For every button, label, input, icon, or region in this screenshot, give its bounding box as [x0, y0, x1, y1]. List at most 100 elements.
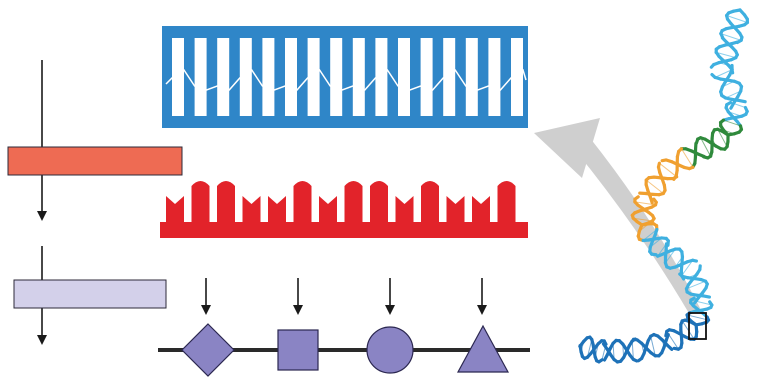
mrna-base	[370, 181, 388, 222]
mrna-base	[446, 196, 465, 222]
helix-rung	[681, 148, 694, 168]
helix-rung	[730, 102, 746, 108]
left-flow	[7, 60, 183, 345]
helix-rung	[612, 343, 615, 360]
helix-rung	[678, 333, 682, 338]
mrna-base	[472, 196, 490, 222]
helix-rung	[633, 217, 653, 222]
mrna-base	[293, 181, 312, 222]
helix-strand-segment	[602, 353, 609, 362]
dna-bottom-rail	[162, 116, 528, 128]
dna-base-pair	[465, 38, 478, 116]
helix-rung	[660, 177, 663, 180]
helix-rung	[698, 309, 702, 311]
helix-rung	[634, 201, 656, 206]
mrna-strand	[160, 181, 528, 238]
helix-rung	[687, 314, 709, 321]
helix-rung	[650, 336, 656, 356]
protein-triangle	[456, 324, 510, 373]
dna-base-pair	[172, 38, 184, 116]
helix-rung	[723, 129, 735, 135]
helix-rung	[725, 90, 741, 99]
dna-base-pair	[262, 38, 275, 116]
dna-base-pair	[443, 38, 456, 116]
protein-diamond	[181, 323, 235, 377]
mrna-base	[319, 196, 337, 222]
dna-base-pair	[194, 38, 207, 116]
helix-strand-segment	[737, 98, 747, 104]
dna-base-pair	[420, 38, 433, 116]
mrna-base	[166, 196, 184, 222]
helix-rung	[711, 138, 717, 147]
mrna-base	[191, 181, 210, 222]
upper-box	[7, 146, 183, 176]
dna-base-pair	[352, 38, 365, 116]
helix-rung	[657, 243, 667, 257]
helix-rung	[718, 62, 729, 66]
helix-rung	[728, 111, 742, 117]
helix-rung	[723, 119, 741, 127]
mrna-base	[344, 181, 363, 222]
helix-rung	[586, 339, 593, 358]
dna-base-pair	[398, 38, 410, 116]
dna-base-pair	[488, 38, 501, 116]
helix-rung	[732, 26, 736, 30]
helix-strand-segment	[648, 195, 654, 205]
helix-rung	[649, 237, 663, 248]
dna-base-pair	[307, 38, 320, 116]
mrna-base	[497, 181, 516, 222]
dna-base-pair	[239, 38, 252, 116]
dna-base-pair	[375, 38, 388, 116]
dna-base-pair	[330, 38, 343, 116]
helix-rung	[690, 299, 712, 306]
helix-rung	[594, 343, 599, 357]
zoom-arrow	[534, 118, 700, 315]
helix-rung	[726, 15, 748, 23]
helix-rung	[676, 163, 679, 165]
helix-strand-segment	[664, 329, 669, 338]
double-helix	[578, 8, 750, 364]
helix-rung	[631, 340, 634, 360]
protein-square	[277, 329, 319, 371]
helix-rung	[722, 80, 735, 88]
helix-strand-segment	[660, 158, 668, 163]
helix-rung	[645, 179, 664, 194]
zoom-arrow-head	[534, 118, 600, 178]
mrna-base	[242, 196, 261, 222]
helix-rung	[661, 339, 665, 348]
helix-rung	[686, 280, 706, 290]
helix-rung	[714, 69, 733, 78]
helix-rung	[724, 44, 732, 48]
helix-rung	[717, 129, 728, 147]
helix-rung	[641, 343, 645, 354]
helix-rung	[700, 137, 711, 157]
helix-rung	[720, 33, 742, 41]
protein-circle	[366, 326, 414, 374]
helix-rung	[665, 248, 676, 264]
mrna-base	[421, 181, 439, 222]
helix-strand-segment	[672, 346, 681, 351]
helix-rung	[580, 341, 585, 352]
dna-base-pair	[511, 38, 523, 116]
protein-chain	[158, 278, 530, 377]
helix-strand-segment	[636, 356, 644, 363]
dna-hydrogen-bond-line	[165, 68, 527, 91]
helix-rung	[645, 193, 651, 198]
helix-rung	[716, 51, 736, 59]
mrna-base	[395, 196, 414, 222]
helix-strand-segment	[701, 294, 711, 299]
dna-top-rail	[162, 26, 528, 38]
helix-rung	[642, 229, 658, 241]
zoom-box	[688, 312, 707, 340]
dna-base-pair	[217, 38, 230, 116]
helix-rung	[666, 331, 679, 350]
helix-rung	[659, 162, 677, 178]
helix-rung	[601, 344, 607, 360]
helix-rung	[674, 256, 683, 268]
helix-strand-segment	[691, 258, 698, 263]
helix-strand-segment	[709, 62, 716, 69]
mrna-backbone	[160, 222, 528, 238]
dna-base-pair	[285, 38, 297, 116]
dna-ladder	[162, 26, 528, 128]
